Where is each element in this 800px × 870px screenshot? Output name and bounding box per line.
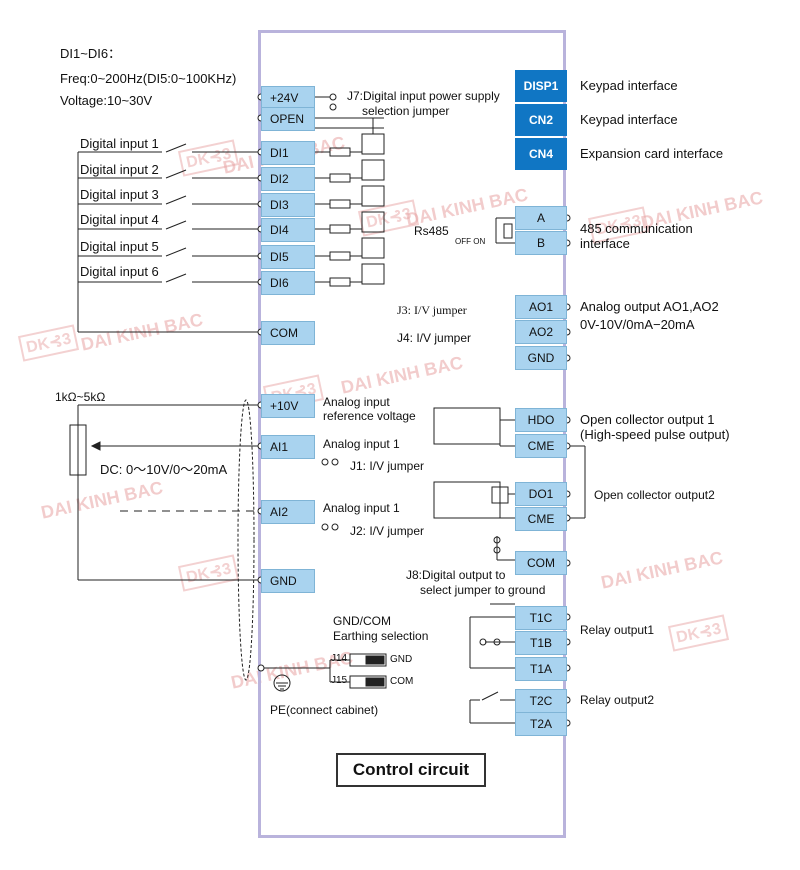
j8-label-2: select jumper to ground	[420, 583, 546, 597]
j14-gnd: GND	[390, 654, 413, 665]
terminal-ao1: AO1	[515, 295, 567, 319]
cn4-desc: Expansion card interface	[580, 146, 724, 161]
j15-com: COM	[390, 676, 414, 687]
terminal-cme-2: CME	[515, 507, 567, 531]
dc-range: DC: 0～10V/0～20mA	[100, 462, 228, 477]
j4-label: J4: I/V jumper	[397, 331, 472, 345]
diagram-title: Control circuit	[336, 753, 486, 787]
rs485-desc-1: 485 communication	[580, 221, 693, 236]
disp1-desc: Keypad interface	[580, 78, 678, 93]
earthing-label-2: Earthing selection	[333, 629, 429, 643]
ref-voltage-2: reference voltage	[323, 409, 416, 423]
rs485-label: Rs485	[414, 224, 449, 238]
rs485-switch-label: OFF ON	[455, 237, 486, 246]
terminal-t1b: T1B	[515, 631, 567, 655]
connector-disp1: DISP1	[515, 70, 567, 102]
digital-input-label: Digital input 6	[80, 264, 159, 279]
digital-input-label: Digital input 1	[80, 136, 159, 151]
pe-label: PE(connect cabinet)	[270, 703, 379, 717]
terminal-a: A	[515, 206, 567, 230]
j3-label: J3: I/V jumper	[397, 303, 467, 317]
terminal-di2: DI2	[261, 167, 315, 191]
analog-out-desc-1: Analog output AO1,AO2	[580, 299, 719, 314]
terminal-open: OPEN	[261, 107, 315, 131]
terminal-ai1: AI1	[261, 435, 315, 459]
digital-input-label: Digital input 2	[80, 162, 159, 177]
terminal-di1: DI1	[261, 141, 315, 165]
terminal-com-right: COM	[515, 551, 567, 575]
j1-label: J1: I/V jumper	[350, 459, 425, 473]
terminal-gnd-ao: GND	[515, 346, 567, 370]
terminal-di3: DI3	[261, 193, 315, 217]
terminal-di5: DI5	[261, 245, 315, 269]
terminal-ai2: AI2	[261, 500, 315, 524]
pot-range: 1kΩ~5kΩ	[55, 390, 106, 404]
relay2-desc: Relay output2	[580, 693, 655, 707]
terminal-t2c: T2C	[515, 689, 567, 713]
terminal-t1c: T1C	[515, 606, 567, 630]
open-collector-desc-2: (High-speed pulse output)	[580, 427, 730, 442]
terminal-hdo: HDO	[515, 408, 567, 432]
open-collector-desc-1: Open collector output 1	[580, 412, 715, 427]
digital-input-label: Digital input 5	[80, 239, 159, 254]
terminal-10v: +10V	[261, 394, 315, 418]
analog-out-desc-2: 0V-10V/0mA−20mA	[580, 317, 695, 332]
header-note-3: Voltage:10~30V	[60, 93, 153, 108]
earthing-label-1: GND/COM	[333, 614, 391, 628]
terminal-di6: DI6	[261, 271, 315, 295]
terminal-t2a: T2A	[515, 712, 567, 736]
j7-label-1: J7:Digital input power supply	[347, 89, 500, 103]
j7-label-2: selection jumper	[362, 104, 450, 118]
j15-label: J15	[331, 675, 348, 686]
header-note-2: Freq:0~200Hz(DI5:0~100KHz)	[60, 71, 237, 86]
digital-input-label: Digital input 3	[80, 187, 159, 202]
ai2-desc: Analog input 1	[323, 501, 400, 515]
connector-cn2: CN2	[515, 104, 567, 136]
terminal-gnd: GND	[261, 569, 315, 593]
cn2-desc: Keypad interface	[580, 112, 678, 127]
terminal-com: COM	[261, 321, 315, 345]
ref-voltage-1: Analog input	[323, 395, 390, 409]
relay1-desc: Relay output1	[580, 623, 655, 637]
terminal-di4: DI4	[261, 218, 315, 242]
terminal-ao2: AO2	[515, 320, 567, 344]
terminal-t1a: T1A	[515, 657, 567, 681]
j8-label-1: J8:Digital output to	[406, 568, 506, 582]
j2-label: J2: I/V jumper	[350, 524, 425, 538]
digital-input-label: Digital input 4	[80, 212, 159, 227]
rs485-desc-2: interface	[580, 236, 630, 251]
terminal-b: B	[515, 231, 567, 255]
connector-cn4: CN4	[515, 138, 567, 170]
header-note-1: DI1~DI6：	[60, 46, 122, 61]
terminal-24v: +24V	[261, 86, 315, 110]
open-collector-desc-3: Open collector output2	[594, 488, 715, 502]
ai1-desc: Analog input 1	[323, 437, 400, 451]
terminal-do1: DO1	[515, 482, 567, 506]
terminal-cme-1: CME	[515, 434, 567, 458]
j14-label: J14	[331, 653, 348, 664]
